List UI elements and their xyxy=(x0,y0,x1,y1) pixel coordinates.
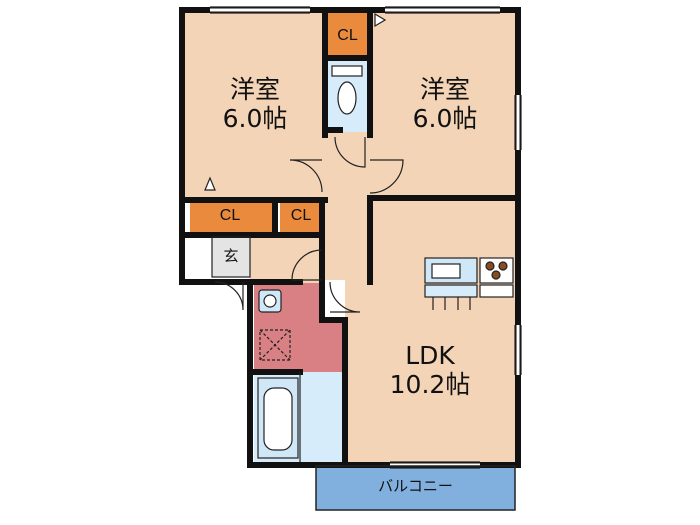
toilet-tank xyxy=(331,65,363,77)
western-room-left-floor xyxy=(185,13,325,203)
entrance-label: 玄 xyxy=(223,247,239,265)
ldk-floor xyxy=(345,200,515,462)
walls xyxy=(179,7,521,468)
wall-details xyxy=(210,6,522,469)
closet-middle-lower xyxy=(280,202,322,232)
western-room-right-size: 6.0帖 xyxy=(412,103,478,133)
western-room-left-size: 6.0帖 xyxy=(222,103,288,133)
closet-top-center xyxy=(325,13,370,58)
western-room-left-name: 洋室 xyxy=(229,75,280,104)
closet-middle-lower-label: CL xyxy=(290,207,312,224)
western-room-right-floor xyxy=(370,13,515,198)
entrance-floor xyxy=(212,237,250,277)
closet-left-lower xyxy=(190,202,272,232)
ldk-size: 10.2帖 xyxy=(389,369,471,399)
ldk-floor-upper xyxy=(370,200,515,230)
hallway-floor-lower xyxy=(250,235,325,285)
ldk-name: LDK xyxy=(405,341,455,370)
washer-pan xyxy=(259,329,291,361)
closet-left-lower-label: CL xyxy=(219,207,241,224)
toilet-bowl xyxy=(337,81,357,115)
closet-top-center-label: CL xyxy=(337,27,358,44)
western-room-right-name: 洋室 xyxy=(419,75,470,104)
western-room-right-label: 洋室 6.0帖 xyxy=(395,75,495,134)
balcony-outline xyxy=(315,465,516,511)
closets xyxy=(190,13,370,232)
fridge-space xyxy=(479,284,514,298)
balcony-label: バルコニー xyxy=(378,477,453,495)
balcony-floor xyxy=(316,465,515,510)
door-swings xyxy=(204,12,404,313)
fixtures xyxy=(257,65,514,462)
ldk-label: LDK 10.2帖 xyxy=(370,341,490,400)
western-room-left-label: 洋室 6.0帖 xyxy=(205,75,305,134)
kitchen-counter xyxy=(424,284,478,298)
